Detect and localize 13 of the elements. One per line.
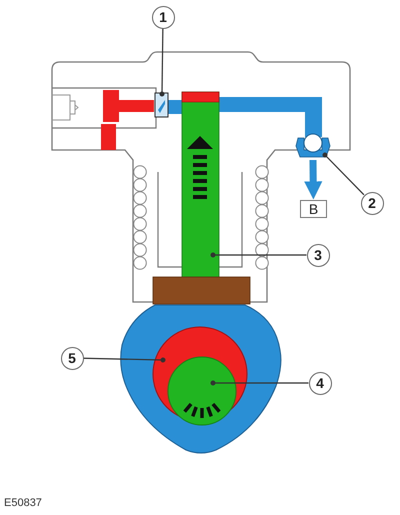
- leader-line: [210, 252, 306, 258]
- flow-arrow: [304, 160, 322, 200]
- callout-number: 2: [360, 192, 384, 214]
- leader-line: [210, 380, 308, 386]
- leader-line: [83, 358, 166, 362]
- leader-line: [160, 28, 164, 96]
- callout-number: 3: [306, 244, 330, 266]
- callout-number: 1: [152, 6, 174, 28]
- port-label: B: [300, 200, 327, 218]
- figure-code: E50837: [4, 497, 42, 509]
- callout-number: 4: [308, 372, 332, 394]
- callout-number: 5: [60, 346, 84, 370]
- leader-line: [322, 152, 364, 196]
